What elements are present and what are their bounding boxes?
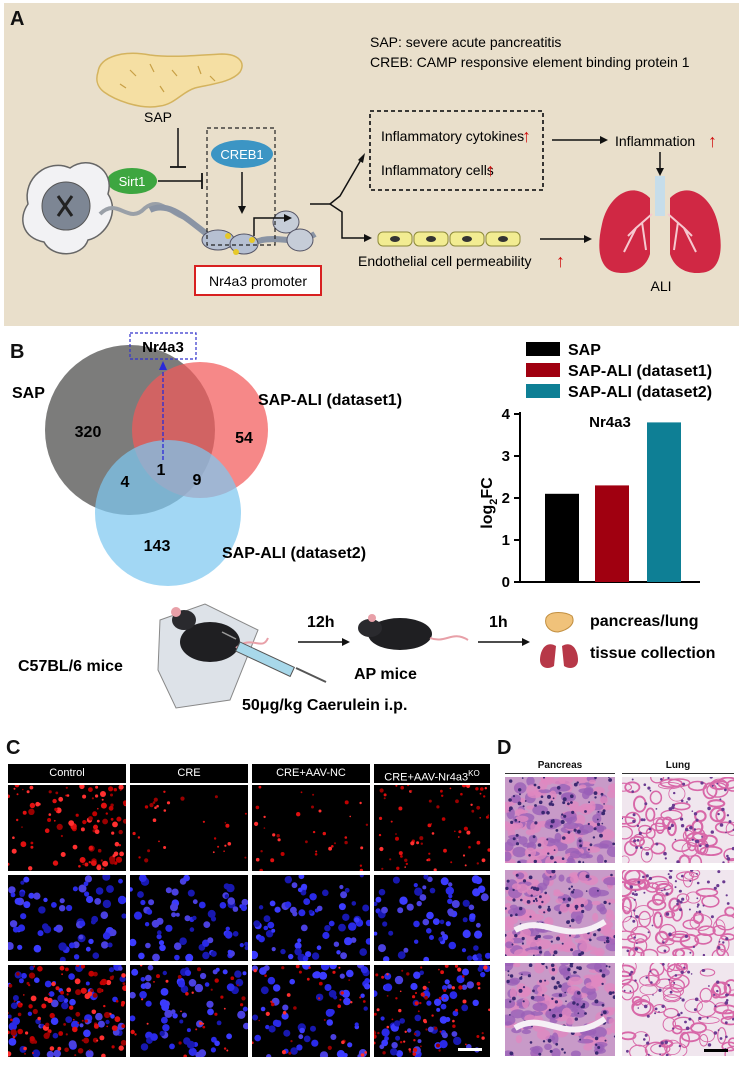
lungs-icon [599,176,721,274]
lung-small-icon [540,644,578,668]
creb1-label: CREB1 [220,147,263,162]
promoter-box [194,265,322,296]
if-cre-merge [130,965,248,1057]
legend-swatch-1 [526,342,560,356]
creb1-node [211,140,273,168]
inflammation-label: Inflammation [615,133,695,149]
legend-swatch-3 [526,384,560,398]
venn-set-dataset2: SAP-ALI (dataset2) [222,545,366,562]
he-pancreas-2 [505,870,615,956]
cells-up-arrow: ↑ [486,160,495,180]
if-cre-aav-nc-red [252,785,370,871]
panel-b-label: B [10,341,25,363]
he-lung-2 [622,870,734,956]
ali-label: ALI [650,278,671,294]
cytokines-up-arrow: ↑ [522,126,531,146]
if-cre-aav-nr4a3-merge [374,965,490,1057]
legend-label-2: SAP-ALI (dataset1) [568,363,712,380]
sap-label: SAP [144,109,172,125]
count-sap-only: 320 [75,424,102,441]
bar-1 [545,493,579,582]
time2-label: 1h [489,614,508,631]
sirt1-node [107,168,157,194]
time1-label: 12h [307,614,335,631]
nr4a3-callout-label: Nr4a3 [142,339,184,356]
legend-creb: CREB: CAMP responsive element binding pr… [370,54,690,70]
syringe-icon [221,631,327,683]
count-all: 1 [157,462,166,479]
cells-label: Inflammatory cells [381,162,494,178]
if-cre-dapi [130,875,248,961]
chart-ylabel: log2FC [479,477,500,529]
if-cre-aav-nc-dapi [252,875,370,961]
ap-mouse-icon [358,614,469,650]
col-header-lung: Lung [665,760,691,771]
scale-bar-d [704,1049,728,1052]
count-dataset1-dataset2: 9 [193,472,202,489]
legend-label-3: SAP-ALI (dataset2) [568,384,712,401]
panel-a-diagram: SAP: severe acute pancreatitis CREB: CAM… [22,34,721,296]
c57-mouse-icon [157,603,269,709]
promoter-label: Nr4a3 promoter [209,273,307,289]
scale-bar-c [458,1048,482,1051]
he-pancreas-3 [505,963,615,1056]
ap-mice-label: AP mice [354,666,417,683]
nr4a3-callout-box [129,332,197,360]
y-tick-label: 0 [502,574,510,591]
col-header-cre-aav-nr4a3: CRE+AAV-Nr4a3KO [374,764,490,784]
if-control-dapi [8,875,126,961]
y-tick-label: 3 [502,448,510,465]
endothelial-cells-icon [377,231,521,247]
venn-circle-dataset2 [95,440,241,586]
if-control-red [8,785,126,871]
legend-swatch-2 [526,363,560,377]
legend-label-1: SAP [568,342,601,359]
panel-d-label: D [497,737,512,759]
endothelial-up-arrow: ↑ [556,251,565,271]
venn-set-dataset1: SAP-ALI (dataset1) [258,392,402,409]
if-control-merge [8,965,126,1057]
chart-title: Nr4a3 [589,414,631,431]
col-header-control: Control [8,764,126,783]
workflow: C57BL/6 mice 12h AP mice 1h pancreas/lun… [18,603,715,714]
panel-a-label: A [10,8,25,30]
if-cre-red [130,785,248,871]
legend-sap: SAP: severe acute pancreatitis [370,34,561,50]
col-header-pancreas: Pancreas [537,760,583,771]
endothelial-label: Endothelial cell permeability [358,253,532,269]
y-tick-label: 2 [502,490,510,507]
he-pancreas-1 [505,777,615,863]
col-header-cre-aav-nc: CRE+AAV-NC [252,764,370,783]
header-rule-lung [622,773,734,774]
header-rule-pancreas [505,773,615,774]
he-lung-3 [622,963,734,1056]
inflammation-up-arrow: ↑ [708,131,717,151]
col-header-cre: CRE [130,764,248,783]
venn-set-sap: SAP [12,385,45,402]
panel-c-label: C [6,737,21,759]
count-dataset1-only: 54 [235,430,253,447]
output1-label: pancreas/lung [590,613,698,630]
y-tick-label: 1 [502,532,510,549]
mice-label: C57BL/6 mice [18,658,123,675]
count-sap-dataset2: 4 [121,474,130,491]
output2-label: tissue collection [590,645,715,662]
sirt1-label: Sirt1 [119,174,146,189]
if-cre-aav-nr4a3-red [374,785,490,871]
pancreas-small-icon [545,612,574,633]
if-cre-aav-nc-merge [252,965,370,1057]
cytokines-label: Inflammatory cytokines [381,128,524,144]
venn-diagram: SAP SAP-ALI (dataset1) SAP-ALI (dataset2… [12,332,402,586]
bar-2 [595,485,629,582]
he-lung-1 [622,777,734,863]
bar-3 [647,422,681,582]
count-dataset2-only: 143 [144,538,171,555]
dose-label: 50μg/kg Caerulein i.p. [242,697,407,714]
cell-icon [22,162,186,255]
pancreas-organ-icon [96,52,243,108]
y-tick-label: 4 [502,406,511,423]
if-cre-aav-nr4a3-dapi [374,875,490,961]
